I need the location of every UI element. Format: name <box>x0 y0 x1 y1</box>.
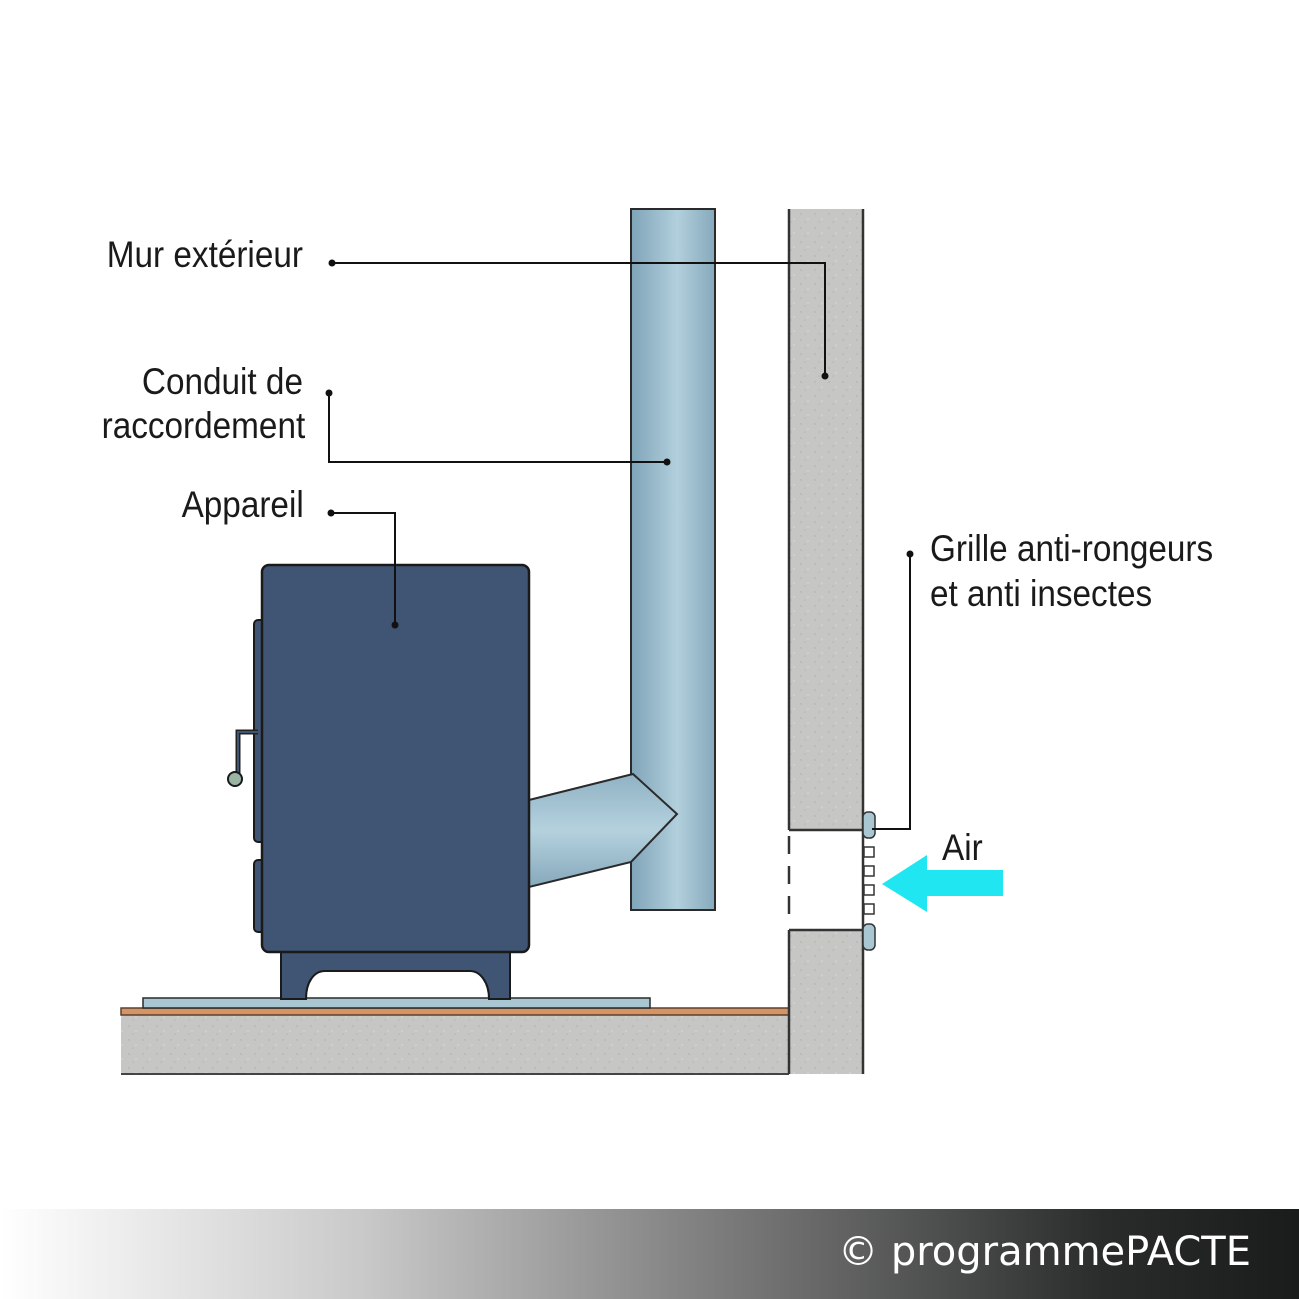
door-handle-inner <box>237 731 258 775</box>
leader-dot-appliance <box>327 509 335 517</box>
label-duct-line1: Conduit de <box>141 361 303 402</box>
copyright-text: © programmePACTE <box>838 1229 1251 1275</box>
stove-appliance <box>227 563 531 1000</box>
floor-slab <box>121 1015 789 1074</box>
grille-top-flange <box>862 811 876 839</box>
grille-slats <box>863 846 875 915</box>
exterior-wall-lower <box>789 930 863 1074</box>
label-grille-line2: et anti insectes <box>930 573 1153 614</box>
leader-line-wall <box>332 262 826 376</box>
leader-dot-grille <box>906 550 914 558</box>
leader-line-appliance <box>331 512 396 625</box>
floor-covering <box>120 1007 790 1016</box>
hearth-plate <box>142 997 651 1009</box>
grille-bottom-flange <box>862 923 876 951</box>
leader-dot-duct-end <box>663 458 671 466</box>
door-knob-icon <box>227 771 243 787</box>
label-exterior-wall: Mur extérieur <box>106 234 303 275</box>
label-air: Air <box>942 827 983 868</box>
leader-dot-appliance-end <box>391 621 399 629</box>
leader-line-grille <box>872 554 911 830</box>
label-appliance: Appareil <box>181 484 304 525</box>
leader-dot-duct <box>325 389 333 397</box>
air-arrow <box>882 855 1003 912</box>
stove-legs <box>280 951 511 1000</box>
leader-dot-wall-end <box>821 372 829 380</box>
leader-line-duct <box>328 393 667 463</box>
label-duct-line2: raccordement <box>101 405 305 446</box>
label-grille-line1: Grille anti-rongeurs <box>930 528 1214 569</box>
leader-dot-wall <box>328 259 336 267</box>
copyright-banner: © programmePACTE <box>0 1209 1299 1299</box>
